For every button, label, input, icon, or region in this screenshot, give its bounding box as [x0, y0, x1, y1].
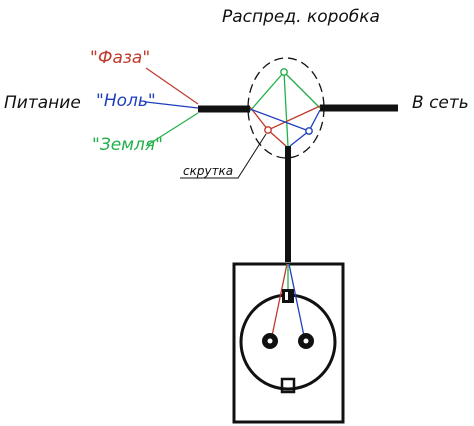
junction-box-label: Распред. коробка: [222, 7, 380, 27]
phase-label: "Фаза": [90, 48, 150, 68]
phase-pointer-line: [145, 67, 199, 105]
ground-wire-down: [283, 71, 289, 147]
socket-phase-wire: [271, 263, 288, 337]
ground-wire-in: [249, 71, 285, 112]
neutral-label: "Ноль": [96, 91, 156, 111]
to-network-label: В сеть: [412, 93, 469, 113]
phase-wire-in: [249, 106, 269, 131]
socket-neutral-wire: [288, 263, 305, 337]
ground-contact-bottom: [280, 377, 296, 394]
ground-label: "Земля": [92, 135, 163, 155]
twist-label: скрутка: [183, 164, 233, 178]
pin-hole-left-center: [267, 338, 273, 344]
supply-label: Питание: [4, 93, 81, 113]
neutral-pointer-line: [145, 101, 199, 109]
phase-wire-down: [267, 129, 287, 147]
neutral-twist-node: [305, 127, 313, 135]
ground-wire-out: [283, 71, 321, 109]
socket-face: [239, 293, 337, 391]
neutral-wire-in: [249, 108, 310, 132]
neutral-wire-down: [289, 130, 310, 147]
phase-wire-out: [267, 105, 321, 131]
phase-twist-node: [264, 126, 272, 134]
pin-hole-right-center: [303, 338, 309, 344]
neutral-wire-out: [308, 109, 321, 132]
ground-twist-node: [280, 68, 288, 76]
twist-leader-line: [180, 133, 267, 179]
ground-pointer-line: [145, 112, 199, 147]
ground-contact-top-slot: [285, 292, 288, 300]
